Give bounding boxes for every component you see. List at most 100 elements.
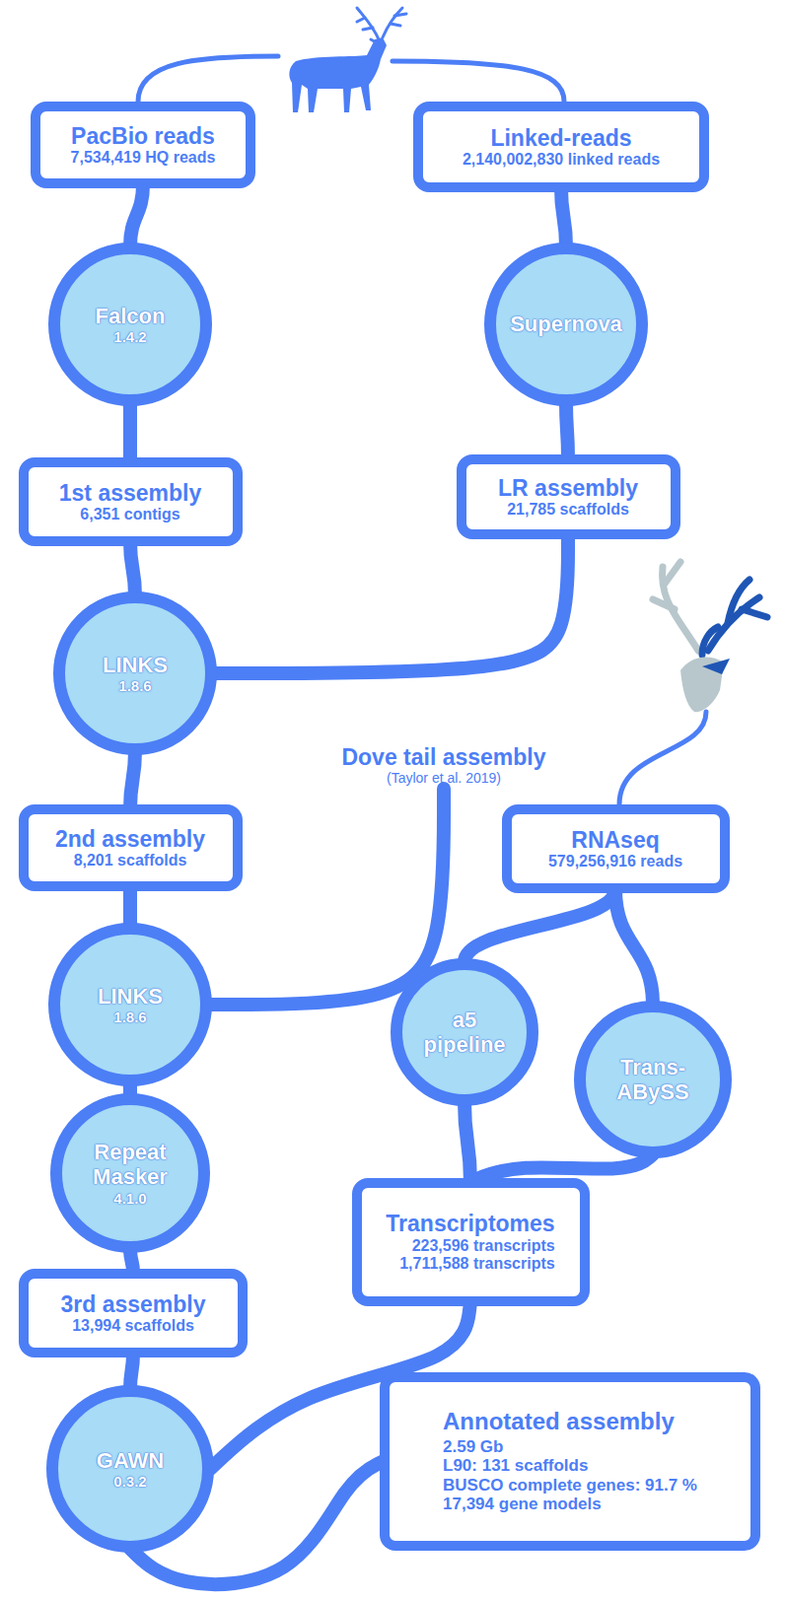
text-group: PacBio reads7,534,419 HQ reads bbox=[71, 123, 216, 168]
node-title: 3rd assembly bbox=[60, 1291, 206, 1318]
connector bbox=[123, 887, 138, 928]
connector bbox=[464, 889, 616, 963]
process-box: 3rd assembly13,994 scaffolds bbox=[18, 1269, 248, 1358]
circle-shape bbox=[54, 928, 207, 1081]
text-group: Transcriptomes223,596 transcripts1,711,5… bbox=[385, 1211, 555, 1274]
caribou-head bbox=[652, 562, 768, 713]
node-detail: 1,711,588 transcripts bbox=[399, 1255, 555, 1274]
text-group: Trans- ABySS bbox=[599, 1055, 708, 1106]
node-detail: BUSCO complete genes: 91.7 % bbox=[442, 1476, 698, 1497]
node-detail: 2.59 Gb bbox=[442, 1437, 503, 1458]
node-detail: 223,596 transcripts bbox=[412, 1237, 556, 1256]
process-box: Linked-reads2,140,002,830 linked reads bbox=[413, 101, 710, 193]
node-detail: 579,256,916 reads bbox=[548, 853, 683, 871]
circle-shape bbox=[52, 1391, 209, 1548]
node-title: Linked-reads bbox=[490, 125, 632, 151]
circle-shape bbox=[490, 248, 643, 401]
node-title: LINKS bbox=[102, 652, 168, 678]
text-group: Linked-reads2,140,002,830 linked reads bbox=[462, 125, 660, 170]
tool-circle: Supernova bbox=[484, 242, 648, 407]
text-group: Supernova bbox=[510, 311, 623, 337]
node-detail: 1.8.6 bbox=[113, 1008, 146, 1026]
text-group: Repeat Masker4.1.0 bbox=[75, 1140, 185, 1208]
node-title: Repeat Masker bbox=[75, 1140, 185, 1191]
process-box: Annotated assembly2.59 GbL90: 131 scaffo… bbox=[379, 1372, 761, 1552]
connector bbox=[561, 188, 567, 247]
tool-circle: a5 pipeline bbox=[390, 958, 539, 1107]
node-title: 1st assembly bbox=[59, 480, 202, 506]
connector bbox=[566, 402, 569, 459]
node-title: 2nd assembly bbox=[55, 826, 206, 853]
text-group: 3rd assembly13,994 scaffolds bbox=[60, 1291, 206, 1337]
process-box: PacBio reads7,534,419 HQ reads bbox=[30, 101, 256, 189]
connector bbox=[130, 751, 136, 809]
connector bbox=[130, 1354, 134, 1390]
tool-circle: Repeat Masker4.1.0 bbox=[50, 1093, 211, 1254]
circle-shape bbox=[59, 597, 212, 750]
process-box: 2nd assembly8,201 scaffolds bbox=[18, 804, 243, 892]
tool-circle: LINKS1.8.6 bbox=[48, 923, 213, 1087]
node-title: Falcon bbox=[95, 303, 166, 329]
process-box: RNAseq579,256,916 reads bbox=[501, 804, 730, 894]
node-detail: 21,785 scaffolds bbox=[506, 500, 630, 519]
head-link-line bbox=[619, 712, 707, 805]
node-detail: 8,201 scaffolds bbox=[73, 852, 188, 870]
node-title: a5 pipeline bbox=[414, 1007, 515, 1059]
node-detail: 13,994 scaffolds bbox=[71, 1317, 195, 1336]
node-detail: 7,534,419 HQ reads bbox=[71, 148, 216, 167]
text-group: Falcon1.4.2 bbox=[95, 303, 166, 347]
circle-shape bbox=[396, 964, 533, 1101]
text-group: LR assembly21,785 scaffolds bbox=[498, 475, 639, 520]
text-group: Dove tail assembly(Taylor et al. 2019) bbox=[341, 744, 546, 787]
text-group: 2nd assembly8,201 scaffolds bbox=[55, 826, 206, 871]
node-title: Trans- ABySS bbox=[599, 1055, 708, 1106]
node-title: LR assembly bbox=[498, 475, 639, 501]
text-group: a5 pipeline bbox=[414, 1007, 515, 1059]
node-title: Annotated assembly bbox=[442, 1408, 675, 1436]
source-label-node: Dove tail assembly(Taylor et al. 2019) bbox=[315, 737, 572, 793]
connector bbox=[130, 184, 143, 247]
connector bbox=[213, 535, 569, 674]
process-box: LR assembly21,785 scaffolds bbox=[456, 454, 681, 540]
node-title: Dove tail assembly bbox=[341, 744, 546, 771]
tool-circle: LINKS1.8.6 bbox=[53, 591, 217, 756]
caribou-figure bbox=[288, 7, 407, 113]
circle-shape bbox=[579, 1006, 726, 1153]
circle-shape bbox=[56, 1099, 205, 1248]
text-group: RNAseq579,256,916 reads bbox=[548, 827, 683, 872]
node-title: LINKS bbox=[97, 984, 163, 1009]
connector bbox=[615, 889, 653, 1005]
tool-circle: Falcon1.4.2 bbox=[48, 242, 213, 407]
process-box: Transcriptomes223,596 transcripts1,711,5… bbox=[352, 1178, 590, 1307]
text-group: LINKS1.8.6 bbox=[102, 652, 168, 696]
connector bbox=[208, 788, 444, 1005]
node-title: GAWN bbox=[96, 1448, 164, 1474]
process-box: 1st assembly6,351 contigs bbox=[18, 457, 243, 547]
tool-circle: GAWN0.3.2 bbox=[46, 1385, 215, 1554]
node-title: PacBio reads bbox=[71, 123, 215, 149]
node-title: RNAseq bbox=[570, 827, 659, 854]
connector bbox=[130, 542, 136, 596]
node-detail: 1.8.6 bbox=[118, 677, 151, 695]
text-group: GAWN0.3.2 bbox=[96, 1448, 164, 1492]
text-group: 1st assembly6,351 contigs bbox=[59, 480, 202, 525]
connector bbox=[123, 402, 138, 462]
node-detail: 2,140,002,830 linked reads bbox=[462, 150, 660, 169]
tool-circle: Trans- ABySS bbox=[573, 1000, 732, 1159]
node-detail: (Taylor et al. 2019) bbox=[386, 770, 501, 786]
caribou-link-line bbox=[392, 61, 565, 102]
node-detail: 4.1.0 bbox=[113, 1190, 146, 1208]
node-detail: 1.4.2 bbox=[113, 328, 146, 346]
connector bbox=[464, 1102, 471, 1183]
node-detail: 6,351 contigs bbox=[79, 505, 180, 524]
node-title: Supernova bbox=[509, 311, 623, 337]
circle-shape bbox=[54, 248, 207, 401]
caribou-link-line bbox=[138, 56, 279, 102]
node-detail: 17,394 gene models bbox=[442, 1495, 602, 1515]
node-detail: L90: 131 scaffolds bbox=[442, 1456, 588, 1477]
text-group: Annotated assembly2.59 GbL90: 131 scaffo… bbox=[442, 1408, 698, 1515]
node-detail: 0.3.2 bbox=[113, 1473, 146, 1491]
